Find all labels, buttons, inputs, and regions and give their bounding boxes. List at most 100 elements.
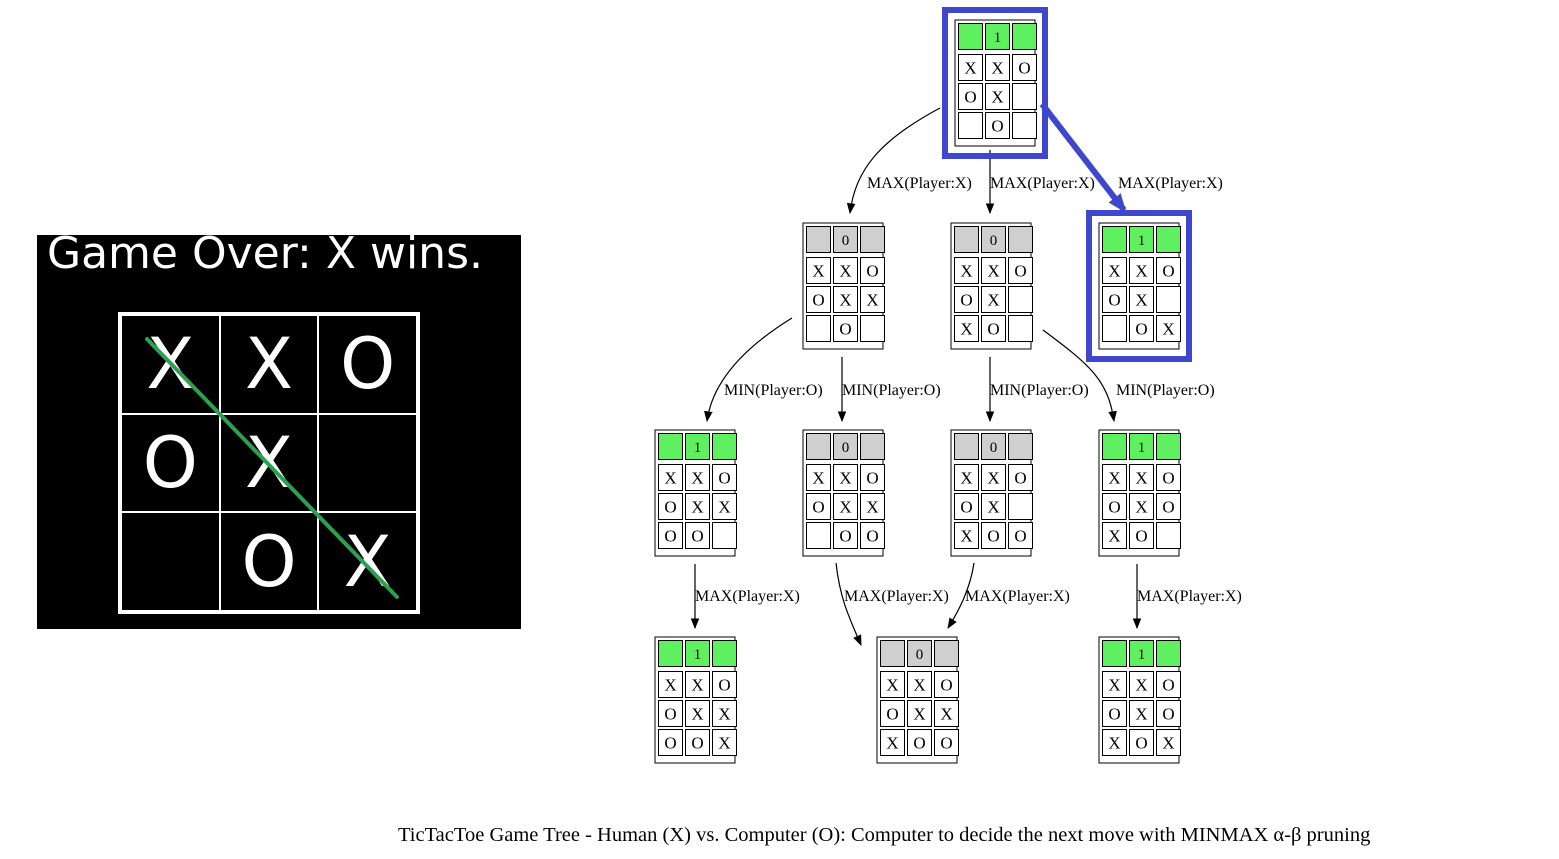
node-cell-mark: O <box>964 88 976 107</box>
score-cell <box>860 433 885 460</box>
score-cell <box>880 640 905 667</box>
node-cell <box>907 729 932 756</box>
node-cell-mark: O <box>1108 291 1120 310</box>
node-cell <box>954 257 979 284</box>
node-cell <box>1102 464 1127 491</box>
node-score: 0 <box>990 440 998 456</box>
node-cell-mark: O <box>866 527 878 546</box>
node-cell <box>1102 700 1127 727</box>
node-cell <box>934 729 959 756</box>
node-cell-mark: X <box>839 262 851 281</box>
node-cell-mark: O <box>1162 262 1174 281</box>
node-cell-mark: O <box>1014 527 1026 546</box>
node-cell-mark: O <box>886 705 898 724</box>
score-cell <box>833 433 858 460</box>
node-cell <box>958 54 983 81</box>
node-cell <box>1102 493 1127 520</box>
node-cell <box>954 315 979 342</box>
node-cell-mark: O <box>1135 320 1147 339</box>
node-score: 0 <box>842 440 850 456</box>
node-cell-mark: X <box>1135 262 1147 281</box>
node-cell <box>658 493 683 520</box>
node-cell-mark: O <box>960 291 972 310</box>
node-cell <box>1008 315 1033 342</box>
node-cell-mark: X <box>812 469 824 488</box>
edge-label: MIN(Player:O) <box>1116 382 1215 399</box>
score-cell <box>685 640 710 667</box>
node-cell <box>1129 315 1154 342</box>
node-cell-mark: X <box>940 705 952 724</box>
node-cell-mark: O <box>1014 469 1026 488</box>
edge-label: MIN(Player:O) <box>724 382 823 399</box>
node-cell <box>934 671 959 698</box>
node-cell <box>1012 54 1037 81</box>
node-cell-mark: X <box>1135 469 1147 488</box>
node-cell-mark: O <box>1108 498 1120 517</box>
node-cell <box>954 286 979 313</box>
score-cell <box>685 433 710 460</box>
node-score: 0 <box>916 647 924 663</box>
node-score: 1 <box>1138 233 1146 249</box>
node-cell <box>860 493 885 520</box>
score-cell <box>1102 226 1127 253</box>
score-cell <box>1008 433 1033 460</box>
node-cell <box>907 671 932 698</box>
node-cell <box>981 315 1006 342</box>
node-cell-mark: X <box>1135 705 1147 724</box>
node-cell <box>806 286 831 313</box>
node-cell <box>806 257 831 284</box>
node-cell <box>1156 464 1181 491</box>
node-cell-mark: X <box>691 676 703 695</box>
node-cell-mark: O <box>664 734 676 753</box>
edge-label: MAX(Player:X) <box>695 588 800 605</box>
score-cell <box>981 433 1006 460</box>
node-cell <box>958 83 983 110</box>
node-cell-mark: X <box>1108 527 1120 546</box>
score-cell <box>954 433 979 460</box>
node-cell-mark: X <box>664 676 676 695</box>
node-cell <box>1129 671 1154 698</box>
node-cell <box>860 257 885 284</box>
node-cell-mark: O <box>960 498 972 517</box>
node-cell <box>954 493 979 520</box>
edge-label: MAX(Player:X) <box>867 175 972 192</box>
node-cell <box>907 700 932 727</box>
node-cell-mark: O <box>839 320 851 339</box>
node-cell-mark: X <box>1135 676 1147 695</box>
node-cell-mark: O <box>691 734 703 753</box>
score-cell <box>907 640 932 667</box>
node-cell-mark: O <box>664 705 676 724</box>
node-cell <box>981 493 1006 520</box>
node-cell-mark: X <box>691 498 703 517</box>
node-cell <box>833 315 858 342</box>
edge-label: MAX(Player:X) <box>990 175 1095 192</box>
node-cell-mark: X <box>866 291 878 310</box>
node-cell-mark: X <box>1162 734 1174 753</box>
node-cell <box>860 522 885 549</box>
node-cell <box>685 493 710 520</box>
node-cell <box>981 464 1006 491</box>
node-cell-mark: X <box>1135 498 1147 517</box>
node-cell-mark: X <box>913 676 925 695</box>
edge-label: MAX(Player:X) <box>844 588 949 605</box>
node-cell-mark: X <box>664 469 676 488</box>
node-cell-mark: O <box>940 734 952 753</box>
node-cell <box>1102 729 1127 756</box>
node-cell-mark: O <box>913 734 925 753</box>
node-cell <box>1102 315 1127 342</box>
node-cell <box>833 493 858 520</box>
node-cell-mark: O <box>812 291 824 310</box>
score-cell <box>958 23 983 50</box>
node-cell-mark: X <box>991 88 1003 107</box>
node-cell-mark: X <box>839 469 851 488</box>
node-cell <box>685 700 710 727</box>
node-cell <box>833 286 858 313</box>
